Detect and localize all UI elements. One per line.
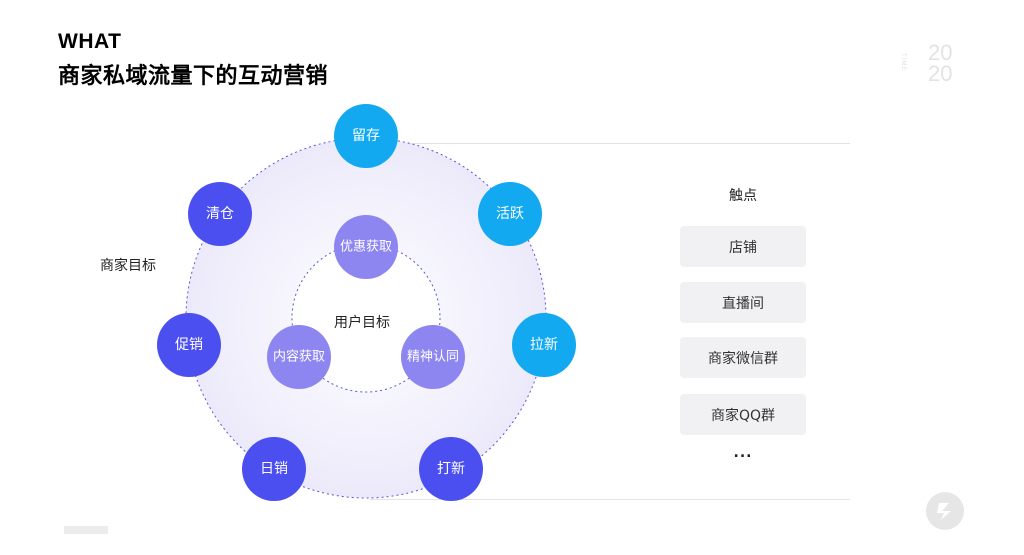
- node-acquisition: 拉新: [512, 313, 576, 377]
- node-acquisition-label: 拉新: [530, 337, 558, 353]
- node-retention-label: 留存: [352, 128, 380, 144]
- node-daily-sales: 日销: [242, 437, 306, 501]
- node-promotion-label: 促销: [175, 337, 203, 353]
- node-retention: 留存: [334, 104, 398, 168]
- node-brand-identity-label: 精神认同: [407, 350, 459, 365]
- node-clearance-label: 清仓: [206, 206, 234, 222]
- footer-bar: [64, 526, 108, 534]
- node-daily-sales-label: 日销: [260, 461, 288, 477]
- title-en: WHAT: [58, 30, 122, 53]
- node-acquisition-circle: [512, 313, 576, 377]
- node-new-launch-label: 打新: [437, 460, 465, 477]
- node-new-launch: 打新: [419, 437, 483, 501]
- bottom-divider: [370, 499, 850, 500]
- user-goal-label: 用户目标: [334, 315, 390, 331]
- node-discount-access-circle: [334, 215, 398, 279]
- node-content-access-label: 内容获取: [273, 349, 325, 365]
- year-badge: 20 20: [928, 40, 968, 86]
- node-promotion-circle: [157, 313, 221, 377]
- node-activation-label: 活跃: [496, 206, 524, 222]
- year-top: 20: [928, 40, 953, 65]
- touchpoint-store: 店铺: [680, 226, 806, 267]
- touchpoint-qq-group: 商家QQ群: [680, 394, 806, 435]
- node-brand-identity-circle: [401, 325, 465, 389]
- node-brand-identity: 精神认同: [401, 325, 465, 389]
- touchpoints-title: 触点: [729, 188, 757, 204]
- node-clearance: 清仓: [188, 182, 252, 246]
- touchpoint-wechat-group: 商家微信群: [680, 337, 806, 378]
- year-bottom: 20: [928, 61, 953, 86]
- node-content-access: 内容获取: [267, 325, 331, 389]
- touchpoints-more: ...: [733, 445, 753, 461]
- node-activation: 活跃: [478, 182, 542, 246]
- brand-logo-icon: [926, 492, 964, 530]
- node-retention-circle: [334, 104, 398, 168]
- node-daily-sales-circle: [242, 437, 306, 501]
- node-new-launch-circle: [419, 437, 483, 501]
- top-divider: [398, 143, 850, 144]
- touchpoint-livestream-room: 直播间: [680, 282, 806, 323]
- page-title: 商家私域流量下的互动营销: [58, 64, 329, 89]
- node-clearance-circle: [188, 182, 252, 246]
- merchant-goal-label: 商家目标: [100, 258, 156, 274]
- node-discount-access: 优惠获取: [334, 215, 398, 279]
- node-content-access-circle: [267, 325, 331, 389]
- node-activation-circle: [478, 182, 542, 246]
- node-discount-access-label: 优惠获取: [340, 240, 392, 255]
- node-promotion: 促销: [157, 313, 221, 377]
